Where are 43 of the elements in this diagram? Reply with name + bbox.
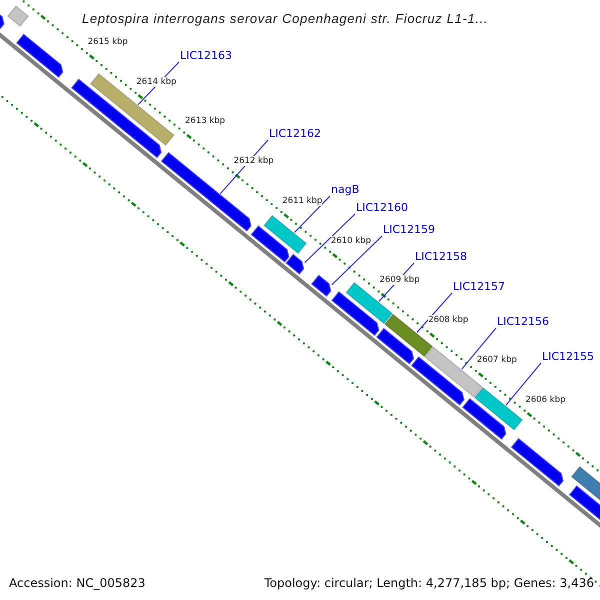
- scale-label: 2613 kbp: [185, 116, 226, 126]
- gene-bar: [474, 386, 524, 431]
- scale-label: 2607 kbp: [476, 354, 517, 365]
- leader-line: [304, 214, 356, 264]
- gene-segment: [462, 398, 506, 440]
- accession-text: Accession: NC_005823: [9, 575, 146, 592]
- gene-bar: [90, 73, 175, 146]
- gene-bar: [7, 5, 29, 27]
- leader-line: [294, 196, 330, 233]
- gene-label: LIC12162: [269, 128, 322, 140]
- gene-label: LIC12157: [453, 281, 506, 293]
- leader-line: [505, 362, 542, 406]
- leader-line: [416, 292, 452, 333]
- scale-label: 2614 kbp: [136, 76, 176, 87]
- gene-segment: [411, 356, 464, 406]
- gene-label: LIC12158: [415, 251, 468, 263]
- gene-label: LIC12163: [180, 50, 232, 62]
- leader-line: [331, 236, 382, 286]
- scale-label: 2608 kbp: [428, 315, 468, 326]
- scale-label: 2612 kbp: [234, 156, 274, 166]
- gene-segment: [311, 274, 332, 297]
- scale-label: 2606 kbp: [525, 394, 566, 405]
- gene-label: LIC12159: [383, 224, 436, 236]
- gene-segment: [331, 291, 380, 336]
- gene-segment: [286, 254, 304, 274]
- scale-label: 2615 kbp: [88, 37, 128, 48]
- gene-label: LIC12155: [542, 351, 594, 363]
- map-title: Leptospira interrogans serovar Copenhageni str. Fiocruz L1-1...: [82, 10, 488, 28]
- scale-label: 2609 kbp: [380, 275, 420, 286]
- gene-label: LIC12156: [497, 316, 550, 328]
- gene-segment: [510, 438, 564, 486]
- gene-label: LIC12160: [356, 202, 408, 214]
- scale-label: 2611 kbp: [282, 196, 322, 206]
- gene-label: nagB: [331, 184, 360, 196]
- leader-line: [461, 328, 496, 370]
- scale-label: 2610 kbp: [330, 236, 371, 246]
- gene-bar: [345, 282, 393, 324]
- gene-segment: [16, 34, 64, 78]
- gene-segment: [250, 225, 290, 262]
- genome-summary-text: Topology: circular; Length: 4,277,185 bp; Genes: 3,436: [264, 575, 594, 592]
- gene-segment: [71, 78, 162, 158]
- gene-bar: [263, 214, 307, 254]
- gene-segment: [376, 328, 414, 364]
